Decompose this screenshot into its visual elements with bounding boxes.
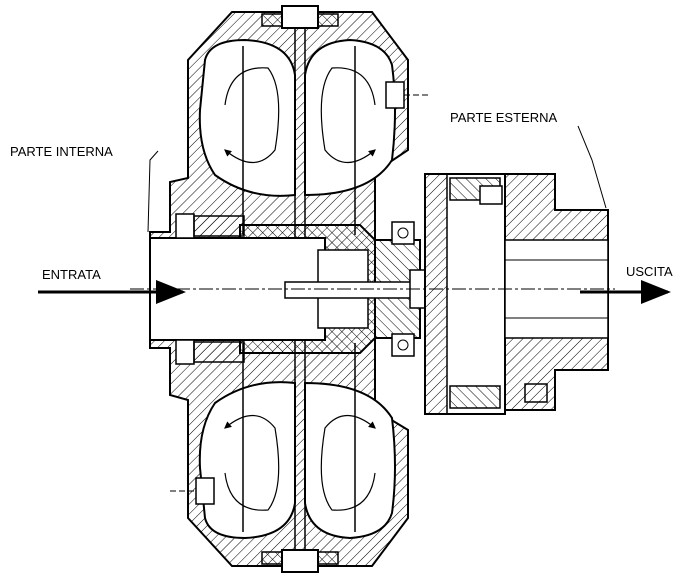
outer-part-label: PARTE ESTERNA xyxy=(450,110,558,125)
vanes xyxy=(242,20,356,558)
outer-part-leader xyxy=(577,125,607,209)
output-flange xyxy=(424,173,609,415)
inner-part-label: PARTE INTERNA xyxy=(10,144,113,159)
input-label: ENTRATA xyxy=(42,267,101,282)
flow-arrows xyxy=(224,67,376,511)
bearings xyxy=(175,213,415,365)
inner-part-leader xyxy=(147,150,159,233)
output-label: USCITA xyxy=(626,264,673,279)
fill-plugs xyxy=(170,5,430,573)
